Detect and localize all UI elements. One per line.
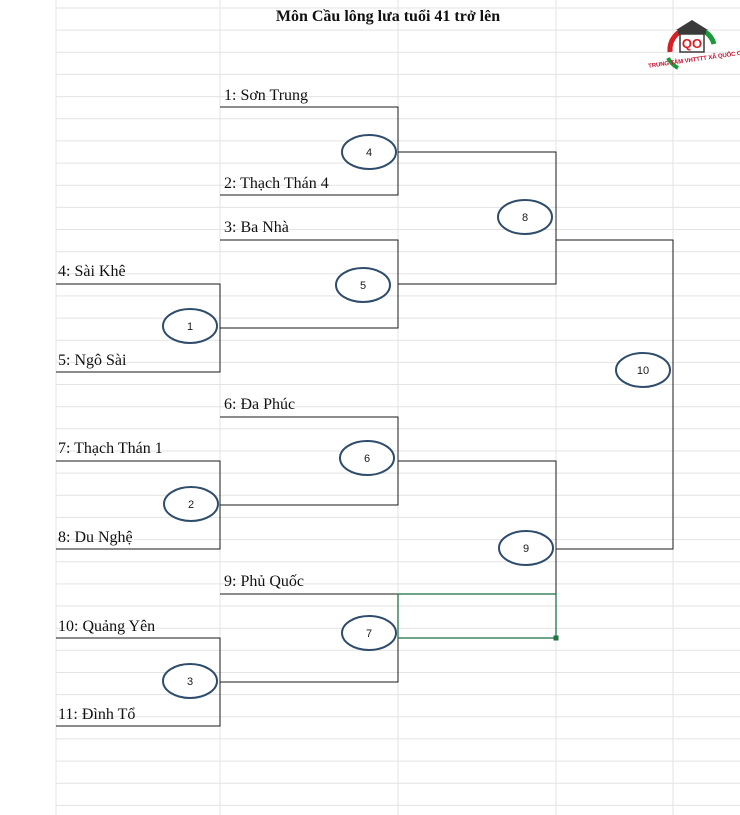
bracket-match-10 <box>556 239 674 550</box>
match-6-marker: 6 <box>339 440 395 476</box>
logo-icon: QO <box>666 20 717 70</box>
bracket-match-9 <box>398 460 557 638</box>
match-9-number: 9 <box>523 543 529 555</box>
match-7-marker: 7 <box>341 615 397 651</box>
match-1-marker: 1 <box>162 308 218 344</box>
team-1-label: 1: Sơn Trung <box>224 87 309 104</box>
match-7-number: 7 <box>366 628 372 640</box>
match-2-marker: 2 <box>163 486 219 522</box>
match-6-number: 6 <box>364 453 370 465</box>
match-3-number: 3 <box>187 676 193 688</box>
team-6-label: 6: Đa Phúc <box>224 396 296 413</box>
team-7-label: 7: Thạch Thán 1 <box>58 440 163 457</box>
match-1-number: 1 <box>187 321 193 333</box>
match-5-number: 5 <box>360 280 366 292</box>
team-9-label: 9: Phủ Quốc <box>224 573 304 590</box>
team-5-label: 5: Ngô Sài <box>58 352 127 369</box>
team-4-label: 4: Sài Khê <box>58 263 126 280</box>
team-2-label: 2: Thạch Thán 4 <box>224 175 329 192</box>
match-2-number: 2 <box>188 499 194 511</box>
match-5-marker: 5 <box>335 267 391 303</box>
team-10-label: 10: Quảng Yên <box>58 618 156 635</box>
team-11-label: 11: Đình Tổ <box>58 706 136 723</box>
bracket-match-8 <box>398 151 557 285</box>
match-4-marker: 4 <box>341 134 397 170</box>
match-10-marker: 10 <box>615 352 671 388</box>
page-title: Môn Cầu lông lưa tuổi 41 trở lên <box>275 8 501 25</box>
fill-handle[interactable] <box>553 635 559 641</box>
match-8-number: 8 <box>522 212 528 224</box>
match-10-number: 10 <box>637 365 649 377</box>
team-8-label: 8: Du Nghệ <box>58 529 133 546</box>
match-9-marker: 9 <box>498 530 554 566</box>
match-3-marker: 3 <box>162 663 218 699</box>
match-4-number: 4 <box>366 147 372 159</box>
bracket-match-4 <box>220 106 399 196</box>
match-8-marker: 8 <box>497 199 553 235</box>
selected-cell[interactable] <box>397 593 557 639</box>
logo-mark: QO <box>682 36 702 51</box>
team-3-label: 3: Ba Nhà <box>224 219 289 236</box>
